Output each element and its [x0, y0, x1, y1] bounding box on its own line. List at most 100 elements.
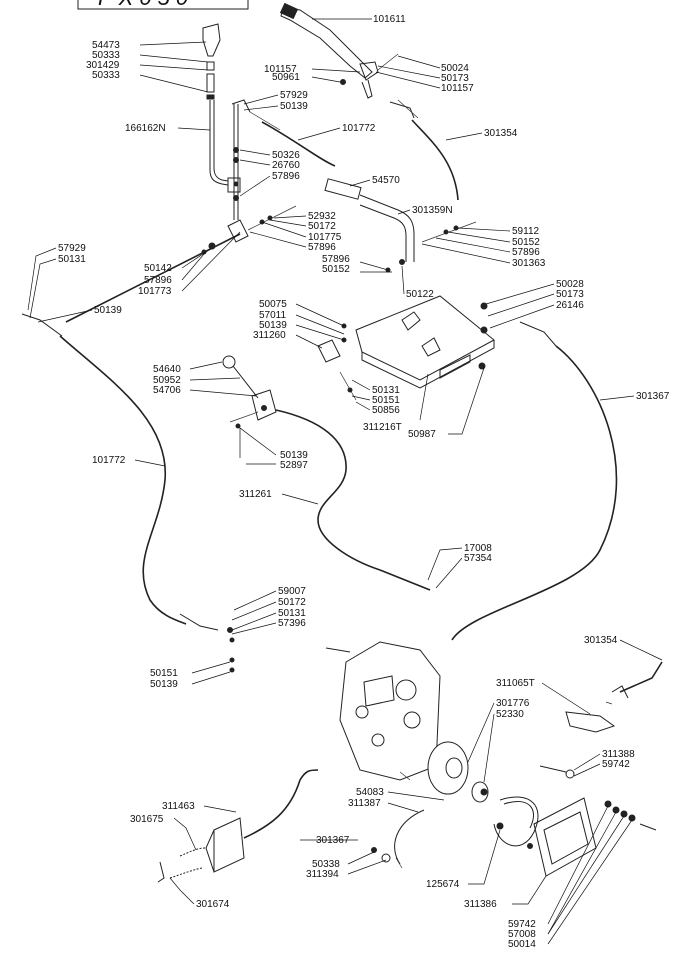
callout-label: 311216T [363, 422, 402, 433]
hardware-50338 [371, 847, 391, 863]
title-box: PX050 [77, 0, 249, 10]
callout-label: 50952 [153, 375, 181, 386]
callout-label: 50152 [322, 264, 350, 275]
callout-label: 50075 [259, 299, 287, 310]
callout-label: 54083 [356, 787, 384, 798]
callout-label: 301367 [636, 391, 670, 402]
transmission [325, 641, 441, 781]
callout-label: 57929 [58, 243, 86, 254]
callout-label: 311261 [239, 489, 272, 500]
belt-guard [394, 809, 425, 869]
cable-101772-upper [231, 99, 336, 220]
callout-label: 50139 [280, 450, 308, 461]
callout-label: 50333 [92, 50, 120, 61]
callout-label: 311260 [253, 330, 286, 341]
callout-label: 101772 [342, 123, 376, 134]
cable-301354-upper [389, 99, 459, 201]
callout-label: 50139 [259, 320, 287, 331]
lever-301359N [324, 178, 477, 273]
callout-label: 54570 [372, 175, 400, 186]
callout-label: 50122 [406, 289, 434, 300]
callout-label: 50139 [94, 305, 122, 316]
callout-label: 101157 [441, 83, 474, 94]
callout-label: 57396 [278, 618, 306, 629]
cable-301367 [451, 302, 618, 641]
callout-label: 50173 [556, 289, 584, 300]
callout-label: 311065T [496, 678, 535, 689]
callout-label: 26760 [272, 160, 300, 171]
callout-label: 50024 [441, 63, 469, 74]
callout-label: 57896 [322, 254, 350, 265]
callout-label: 52932 [308, 211, 336, 222]
callout-label: 59112 [512, 226, 540, 237]
callout-label: 301367 [316, 835, 350, 846]
callout-label: 57929 [280, 90, 308, 101]
callout-label: 301776 [496, 698, 530, 709]
bracket-311065T [565, 661, 663, 733]
gear-shifter [202, 23, 241, 193]
callout-label: 301363 [512, 258, 546, 269]
callout-label: 301359N [412, 205, 453, 216]
callout-label: 57011 [259, 310, 287, 321]
callout-label: 50131 [58, 254, 86, 265]
callout-label: 301429 [86, 60, 120, 71]
callout-label: 50856 [372, 405, 400, 416]
bracket-311260 [317, 323, 357, 401]
callout-label: 301354 [584, 635, 618, 646]
callout-label: 52330 [496, 709, 524, 720]
cable-101772-lower [21, 233, 241, 673]
pulley [427, 741, 489, 803]
callout-label: 125674 [426, 879, 460, 890]
callout-labels: 101611 54473 50333 301429 50333 101157 5… [58, 14, 670, 950]
callout-label: 50987 [408, 429, 436, 440]
callout-label: 50172 [278, 597, 306, 608]
callout-label: 301675 [130, 814, 164, 825]
callout-label: 59742 [602, 759, 630, 770]
callout-label: 50028 [556, 279, 584, 290]
callout-label: 59742 [508, 919, 536, 930]
callout-label: 101775 [308, 232, 342, 243]
callout-label: 311394 [306, 869, 339, 880]
callout-label: 101157 [264, 64, 297, 75]
callout-label: 50333 [92, 70, 120, 81]
callout-label: 50014 [508, 939, 536, 950]
callout-label: 57896 [512, 247, 540, 258]
washer-stack [604, 800, 657, 831]
callout-label: 50131 [372, 385, 400, 396]
callout-label: 57896 [308, 242, 336, 253]
callout-label: 50142 [144, 263, 172, 274]
belt [493, 796, 539, 847]
callout-label: 50139 [280, 101, 308, 112]
callout-label: 166162N [125, 123, 166, 134]
callout-label: 57896 [144, 275, 172, 286]
callout-label: 101773 [138, 286, 172, 297]
callout-label: 101611 [373, 14, 406, 25]
callout-label: 50172 [308, 221, 336, 232]
callout-label: 52897 [280, 460, 308, 471]
callout-label: 50338 [312, 859, 340, 870]
spring-bracket [157, 769, 319, 883]
callout-label: 311387 [348, 798, 381, 809]
callout-label: 57008 [508, 929, 536, 940]
callout-label: 57354 [464, 553, 492, 564]
leader-lines [27, 18, 663, 945]
mounting-plate [355, 295, 495, 389]
callout-label: 50131 [278, 608, 306, 619]
callout-label: 301674 [196, 899, 230, 910]
callout-label: 101772 [92, 455, 126, 466]
callout-label: 17008 [464, 543, 492, 554]
callout-label: 57896 [272, 171, 300, 182]
callout-label: 50173 [441, 73, 469, 84]
callout-label: 26146 [556, 300, 584, 311]
callout-label: 59007 [278, 586, 306, 597]
callout-label: 50326 [272, 150, 300, 161]
callout-label: 50139 [150, 679, 178, 690]
callout-label: 54473 [92, 40, 120, 51]
callout-label: 50151 [150, 668, 178, 679]
cable-311261 [275, 409, 431, 591]
callout-label: 301354 [484, 128, 518, 139]
callout-label: 54640 [153, 364, 181, 375]
callout-label: 311463 [162, 801, 195, 812]
hand-lever [279, 2, 399, 99]
